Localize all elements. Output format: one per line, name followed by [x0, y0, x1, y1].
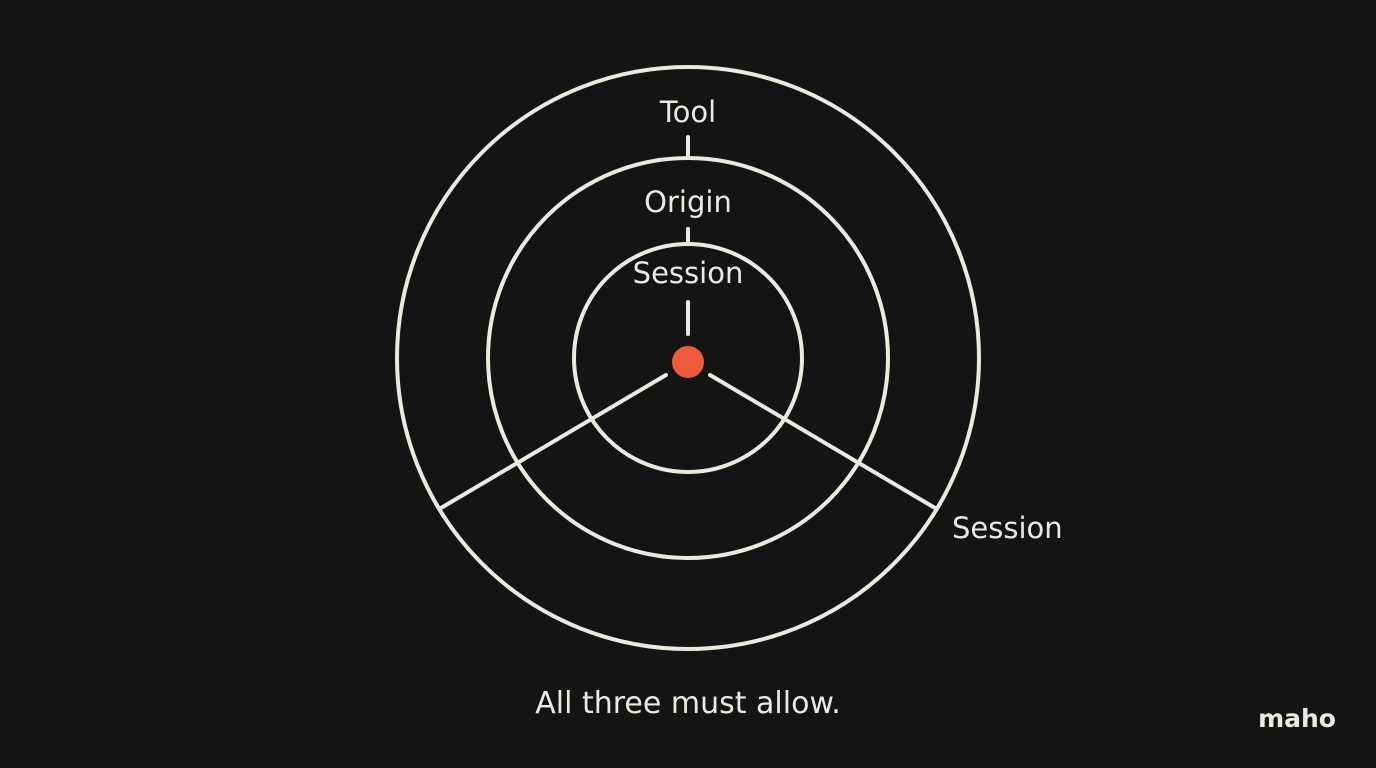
ring-label-origin: Origin: [644, 185, 732, 219]
center-dot: [672, 346, 704, 378]
ring-label-session: Session: [632, 256, 744, 290]
ring-label-tool: Tool: [659, 95, 717, 129]
brand-logo: maho: [1258, 704, 1336, 733]
diagram-caption: All three must allow.: [535, 686, 841, 721]
side-label-session: Session: [952, 511, 1063, 545]
spoke-left: [439, 373, 668, 510]
spoke-right: [708, 373, 937, 510]
outer-ring: [395, 65, 981, 651]
